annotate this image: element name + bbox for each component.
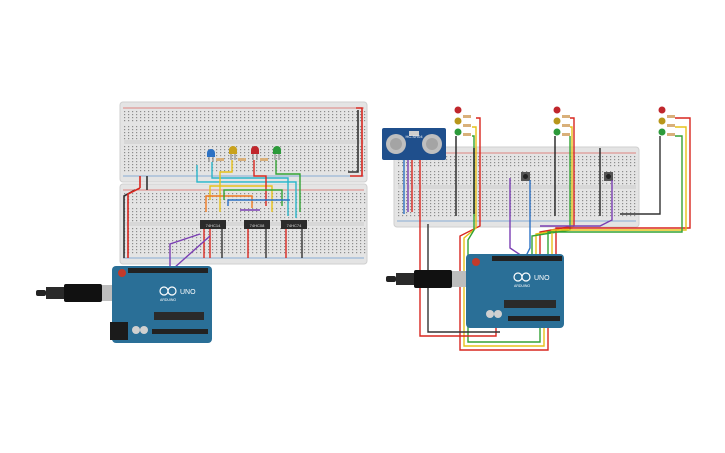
usb-cable[interactable] [36,284,128,302]
resistor[interactable] [238,158,246,161]
wire[interactable] [209,185,273,212]
ic-label: 74HC14 [206,223,221,228]
wire[interactable] [169,233,201,268]
sensor-label: HC-SR04 [405,134,423,139]
yellow-led[interactable] [229,146,237,160]
traffic-light-3[interactable] [658,106,676,137]
left-circuit: 74HC14 74HC08 74HC74 [36,101,368,343]
wire[interactable] [467,135,541,343]
resistor[interactable] [216,158,224,161]
arduino-logo [513,272,531,282]
usb-cable[interactable] [386,270,472,288]
wire[interactable] [173,235,211,269]
wire[interactable] [459,117,549,351]
breadboard-left-top[interactable] [119,101,368,183]
arduino-uno-label: UNO [180,289,196,296]
wire[interactable] [227,199,290,206]
wire[interactable] [350,107,363,177]
ic-label: 74HC74 [287,223,302,228]
wire[interactable] [525,180,531,257]
wire[interactable] [348,110,359,173]
wire[interactable] [219,160,233,212]
arduino-uno-label: UNO [534,275,550,282]
wire[interactable] [253,160,267,206]
traffic-light-1[interactable] [454,106,472,217]
wire[interactable] [620,136,661,215]
wire[interactable] [127,187,141,258]
wire[interactable] [223,189,283,206]
arduino-sub-label: ARDUINO [514,284,530,288]
wire[interactable] [509,178,523,257]
ic-chip-1[interactable]: 74HC14 [200,220,226,229]
breadboard-holes [124,111,366,172]
wire[interactable] [555,117,691,256]
ic-chip-3[interactable]: 74HC74 [281,220,307,229]
wire[interactable] [551,126,687,256]
arduino-uno-left[interactable]: UNO ARDUINO [110,266,212,343]
push-button-1[interactable] [521,172,530,181]
red-led[interactable] [251,146,259,160]
wire[interactable] [275,160,301,212]
wire[interactable] [196,165,297,218]
ic-label: 74HC08 [250,223,265,228]
blue-led[interactable] [207,149,215,162]
push-button-2[interactable] [604,172,613,181]
ultrasonic-sensor[interactable]: HC-SR04 [382,128,446,160]
ic-chip-2[interactable]: 74HC08 [244,220,270,229]
wire[interactable] [211,162,289,216]
wire[interactable] [531,136,571,256]
traffic-light-2[interactable] [553,106,571,217]
wire[interactable] [540,180,613,227]
breadboard-right[interactable] [393,146,640,228]
wire[interactable] [547,135,683,256]
wire[interactable] [427,224,500,333]
arduino-uno-right[interactable]: UNO ARDUINO [466,254,564,328]
wire[interactable] [205,195,253,212]
wire[interactable] [463,126,545,347]
arduino-logo [159,286,177,296]
green-led[interactable] [273,146,281,160]
arduino-sub-label: ARDUINO [160,298,176,302]
resistor[interactable] [260,158,268,161]
right-circuit: HC-SR04 [382,106,691,351]
